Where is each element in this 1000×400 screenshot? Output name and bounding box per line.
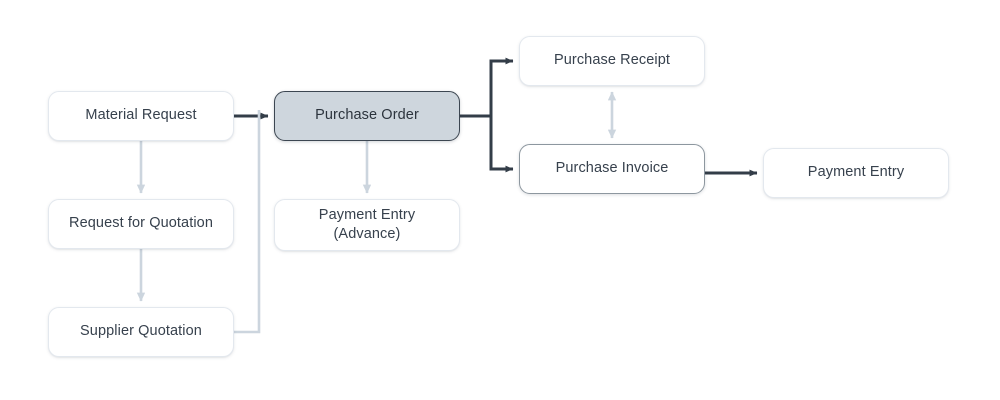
node-label: Payment Entry (Advance) [318, 206, 416, 242]
node-purchase-invoice[interactable]: Purchase Invoice [519, 144, 705, 194]
edge-supplier-quotation-to-purchase-order [234, 110, 261, 334]
node-purchase-receipt[interactable]: Purchase Receipt [519, 36, 705, 86]
node-label: Material Request [85, 107, 197, 124]
edge-purchase-order-to-purchase-invoice [460, 114, 514, 173]
node-payment-entry-advance[interactable]: Payment Entry (Advance) [274, 199, 460, 251]
node-payment-entry[interactable]: Payment Entry [763, 148, 949, 198]
node-purchase-order[interactable]: Purchase Order [274, 91, 460, 141]
node-label: Purchase Order [315, 107, 419, 124]
node-request-for-quotation[interactable]: Request for Quotation [48, 199, 234, 249]
edge-purchase-order-to-purchase-receipt [460, 57, 514, 118]
node-label: Purchase Receipt [553, 52, 671, 69]
node-label: Request for Quotation [69, 215, 213, 232]
node-label: Supplier Quotation [80, 323, 202, 340]
node-material-request[interactable]: Material Request [48, 91, 234, 141]
node-label: Payment Entry [807, 164, 905, 181]
node-supplier-quotation[interactable]: Supplier Quotation [48, 307, 234, 357]
node-label: Purchase Invoice [555, 160, 669, 177]
